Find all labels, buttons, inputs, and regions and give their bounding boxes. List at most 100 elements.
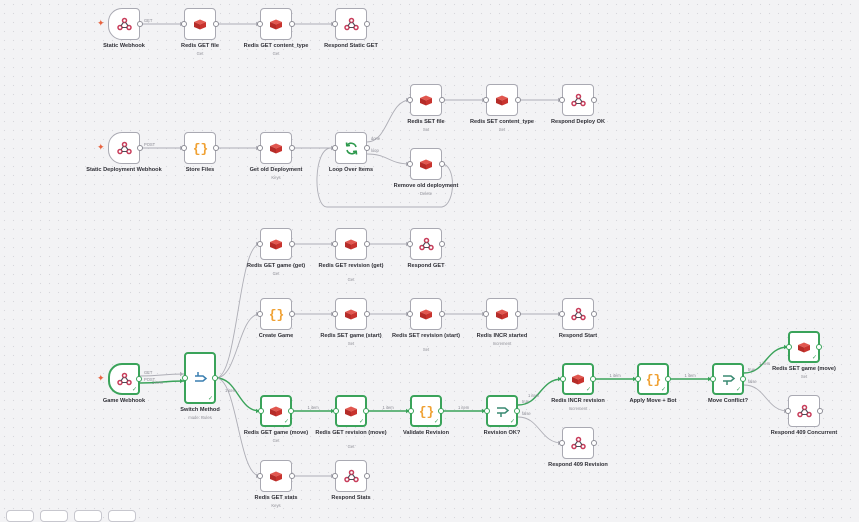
input-handle[interactable]: [407, 311, 413, 317]
output-handle[interactable]: [439, 311, 445, 317]
input-handle[interactable]: [181, 21, 187, 27]
output-handle[interactable]: [289, 241, 295, 247]
output-handle[interactable]: [363, 408, 369, 414]
output-handle[interactable]: [439, 161, 445, 167]
output-handle[interactable]: [364, 241, 370, 247]
input-handle[interactable]: [483, 311, 489, 317]
node-rsrs[interactable]: [407, 298, 445, 330]
input-handle[interactable]: [257, 145, 263, 151]
node-rsct[interactable]: [483, 84, 521, 116]
output-handle[interactable]: [515, 311, 521, 317]
input-handle[interactable]: [257, 311, 263, 317]
node-rsg[interactable]: [332, 8, 370, 40]
input-handle[interactable]: [407, 161, 413, 167]
input-handle[interactable]: [332, 21, 338, 27]
output-handle[interactable]: [212, 375, 218, 381]
output-handle[interactable]: [364, 311, 370, 317]
output-handle[interactable]: [364, 145, 370, 151]
node-mc[interactable]: ✓: [710, 363, 746, 395]
input-handle[interactable]: [407, 241, 413, 247]
node-sf[interactable]: {}: [181, 132, 219, 164]
node-rgf[interactable]: [181, 8, 219, 40]
output-handle[interactable]: [364, 21, 370, 27]
output-handle[interactable]: [289, 473, 295, 479]
node-gw[interactable]: ✓: [108, 363, 142, 395]
node-rir[interactable]: ✓: [560, 363, 596, 395]
input-handle[interactable]: [257, 241, 263, 247]
output-handle[interactable]: [136, 376, 142, 382]
output-handle[interactable]: [515, 97, 521, 103]
output-handle[interactable]: [137, 21, 143, 27]
output-handle[interactable]: [591, 311, 597, 317]
output-handle[interactable]: [514, 408, 520, 414]
output-handle[interactable]: [590, 376, 596, 382]
node-rgct[interactable]: [257, 8, 295, 40]
output-handle[interactable]: [288, 408, 294, 414]
input-handle[interactable]: [181, 145, 187, 151]
node-rstart[interactable]: [559, 298, 597, 330]
node-rsgs[interactable]: [332, 298, 370, 330]
node-rok[interactable]: ✓: [484, 395, 520, 427]
input-handle[interactable]: [484, 408, 490, 414]
node-loi[interactable]: [332, 132, 370, 164]
node-vr[interactable]: {}✓: [408, 395, 444, 427]
input-handle[interactable]: [332, 311, 338, 317]
node-rgrm[interactable]: ✓: [333, 395, 369, 427]
input-handle[interactable]: [257, 473, 263, 479]
node-rod[interactable]: [407, 148, 445, 180]
node-rsgm[interactable]: ✓: [786, 331, 822, 363]
input-handle[interactable]: [710, 376, 716, 382]
node-r409r[interactable]: [559, 427, 597, 459]
input-handle[interactable]: [560, 376, 566, 382]
output-handle[interactable]: [364, 473, 370, 479]
zoom-fit-button[interactable]: [6, 510, 34, 522]
input-handle[interactable]: [333, 408, 339, 414]
node-ris[interactable]: [483, 298, 521, 330]
output-handle[interactable]: [289, 21, 295, 27]
node-rget[interactable]: [407, 228, 445, 260]
node-amb[interactable]: {}✓: [635, 363, 671, 395]
zoom-out-button[interactable]: [74, 510, 102, 522]
input-handle[interactable]: [257, 21, 263, 27]
node-rsf[interactable]: [407, 84, 445, 116]
output-handle[interactable]: [439, 97, 445, 103]
input-handle[interactable]: [559, 440, 565, 446]
zoom-in-button[interactable]: [40, 510, 68, 522]
input-handle[interactable]: [407, 97, 413, 103]
input-handle[interactable]: [483, 97, 489, 103]
input-handle[interactable]: [786, 344, 792, 350]
node-rgr[interactable]: [332, 228, 370, 260]
node-cg[interactable]: {}: [257, 298, 295, 330]
zoom-reset-button[interactable]: [108, 510, 136, 522]
node-rstats[interactable]: [332, 460, 370, 492]
node-rgs[interactable]: [257, 460, 295, 492]
input-handle[interactable]: [258, 408, 264, 414]
input-handle[interactable]: [559, 97, 565, 103]
node-sdw[interactable]: [108, 132, 143, 164]
output-handle[interactable]: [740, 376, 746, 382]
output-handle[interactable]: [137, 145, 143, 151]
node-rggm[interactable]: ✓: [258, 395, 294, 427]
input-handle[interactable]: [332, 241, 338, 247]
input-handle[interactable]: [408, 408, 414, 414]
output-handle[interactable]: [591, 97, 597, 103]
output-handle[interactable]: [591, 440, 597, 446]
input-handle[interactable]: [785, 408, 791, 414]
output-handle[interactable]: [665, 376, 671, 382]
output-handle[interactable]: [817, 408, 823, 414]
output-handle[interactable]: [213, 21, 219, 27]
input-handle[interactable]: [635, 376, 641, 382]
output-handle[interactable]: [289, 311, 295, 317]
node-r409c[interactable]: [785, 395, 823, 427]
input-handle[interactable]: [559, 311, 565, 317]
output-handle[interactable]: [289, 145, 295, 151]
node-god[interactable]: [257, 132, 295, 164]
output-handle[interactable]: [438, 408, 444, 414]
output-handle[interactable]: [213, 145, 219, 151]
node-rdo[interactable]: [559, 84, 597, 116]
input-handle[interactable]: [332, 473, 338, 479]
input-handle[interactable]: [182, 375, 188, 381]
node-sm[interactable]: ✓: [182, 352, 218, 404]
node-rgg[interactable]: [257, 228, 295, 260]
